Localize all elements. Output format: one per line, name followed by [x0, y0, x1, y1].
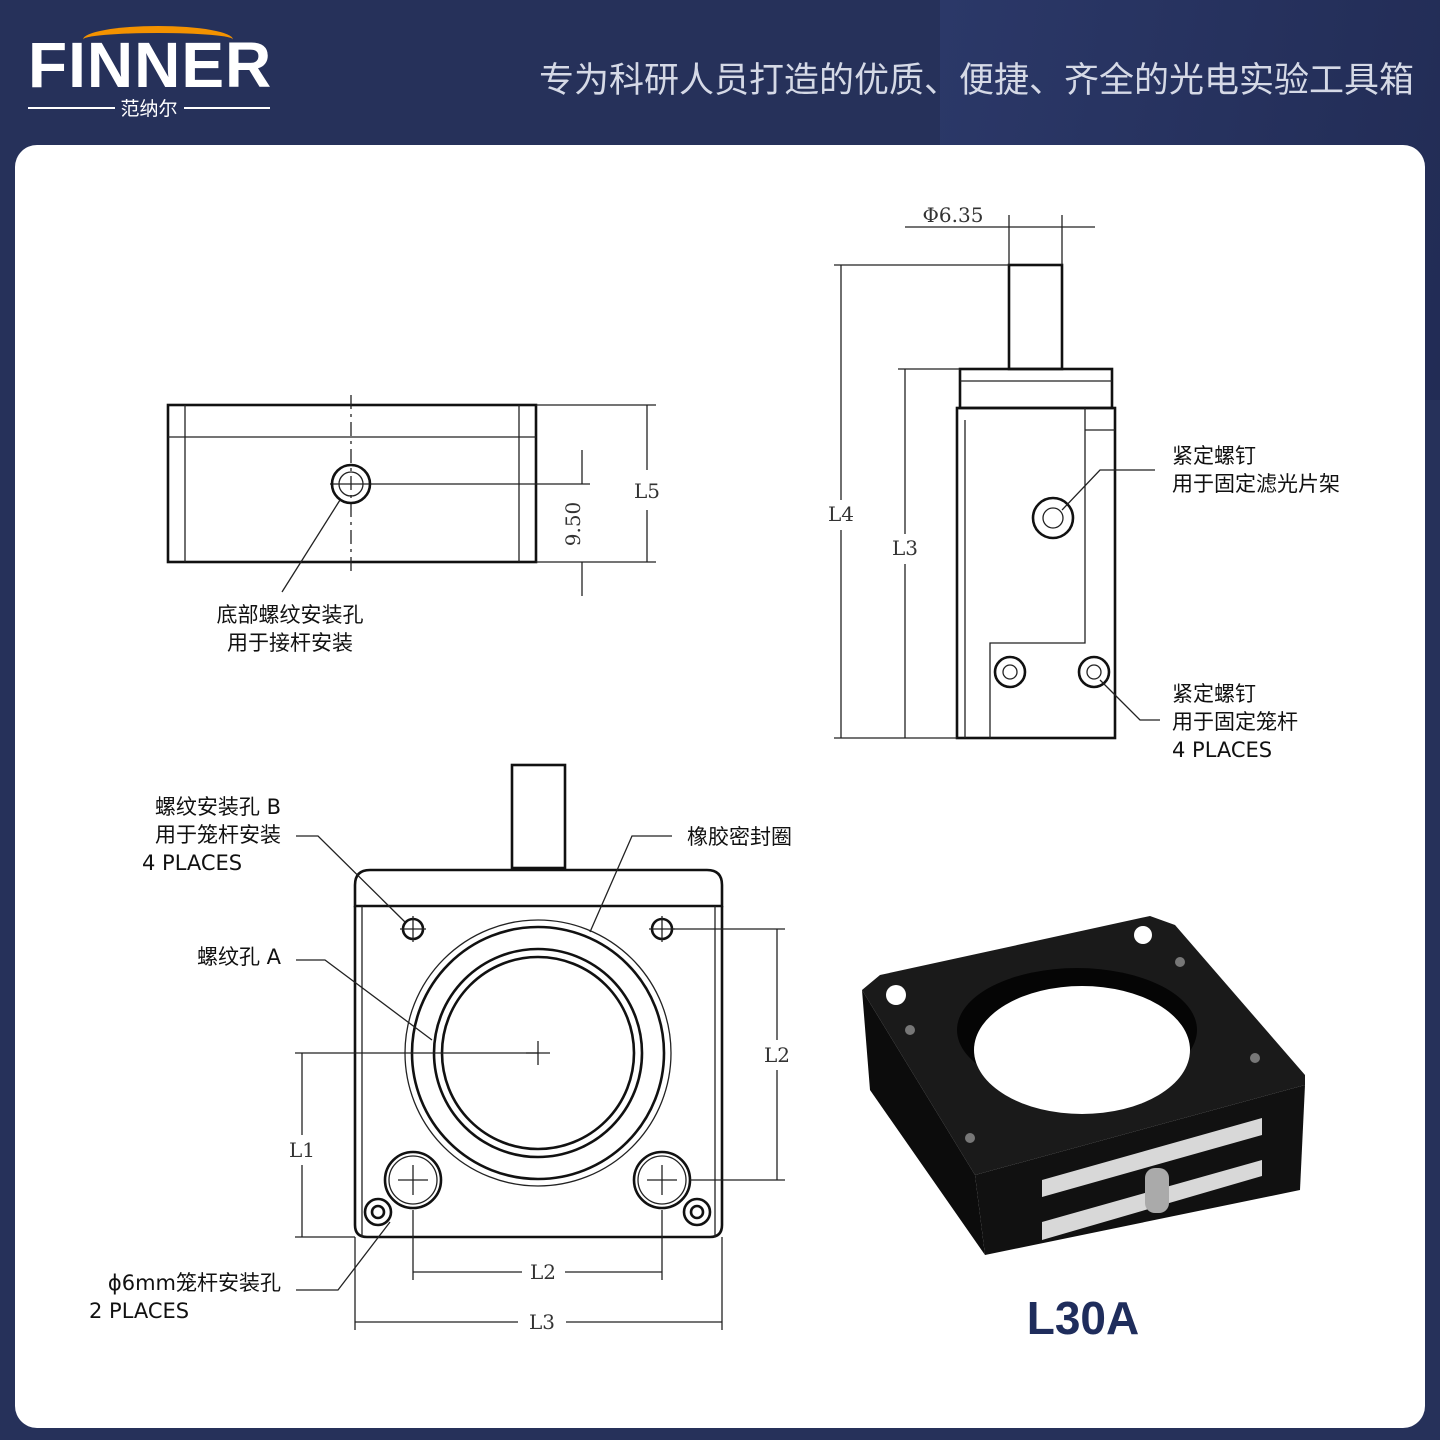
callout1-line1: 紧定螺钉 — [1172, 444, 1256, 468]
product-photo — [862, 916, 1305, 1255]
front-view-drawing — [295, 763, 785, 1330]
logo-subtitle: 范纳尔 — [28, 94, 271, 121]
dim-l5: L5 — [634, 479, 660, 503]
callout2-line3: 4 PLACES — [1172, 738, 1272, 762]
rod-hole-line2: 2 PLACES — [89, 1299, 189, 1323]
dim-l3-side: L3 — [892, 536, 918, 560]
dim-l1: L1 — [289, 1138, 315, 1162]
dim-l2-horizontal: L2 — [530, 1260, 556, 1284]
callout2-line1: 紧定螺钉 — [1172, 682, 1256, 706]
hole-b-line1: 螺纹安装孔 B — [155, 795, 281, 819]
finner-logo: FINNER 范纳尔 — [28, 22, 278, 122]
logo-cn-name: 范纳尔 — [120, 98, 178, 120]
top-label-line1: 底部螺纹安装孔 — [217, 603, 364, 627]
dim-9-50: 9.50 — [561, 502, 585, 547]
logo-wordmark: FINNER — [28, 29, 273, 101]
dim-l4: L4 — [828, 502, 854, 526]
hole-b-line2: 用于笼杆安装 — [155, 823, 281, 847]
top-view-drawing — [166, 395, 656, 596]
dim-l3-front: L3 — [529, 1310, 555, 1334]
header-slogan: 专为科研人员打造的优质、便捷、齐全的光电实验工具箱 — [538, 61, 1414, 101]
side-view-drawing — [834, 215, 1160, 740]
content-card — [15, 145, 1425, 1428]
rod-hole-line1: ϕ6mm笼杆安装孔 — [108, 1271, 281, 1295]
hole-b-line3: 4 PLACES — [142, 851, 242, 875]
dim-diameter: Φ6.35 — [923, 203, 984, 227]
top-label-line2: 用于接杆安装 — [227, 631, 353, 655]
seal-label: 橡胶密封圈 — [687, 825, 792, 849]
product-model: L30A — [1027, 1292, 1139, 1344]
callout2-line2: 用于固定笼杆 — [1172, 710, 1298, 734]
dim-l2-vertical: L2 — [764, 1043, 790, 1067]
hole-a-label: 螺纹孔 A — [197, 945, 282, 969]
callout1-line2: 用于固定滤光片架 — [1172, 472, 1340, 496]
logo-arc — [83, 26, 233, 53]
